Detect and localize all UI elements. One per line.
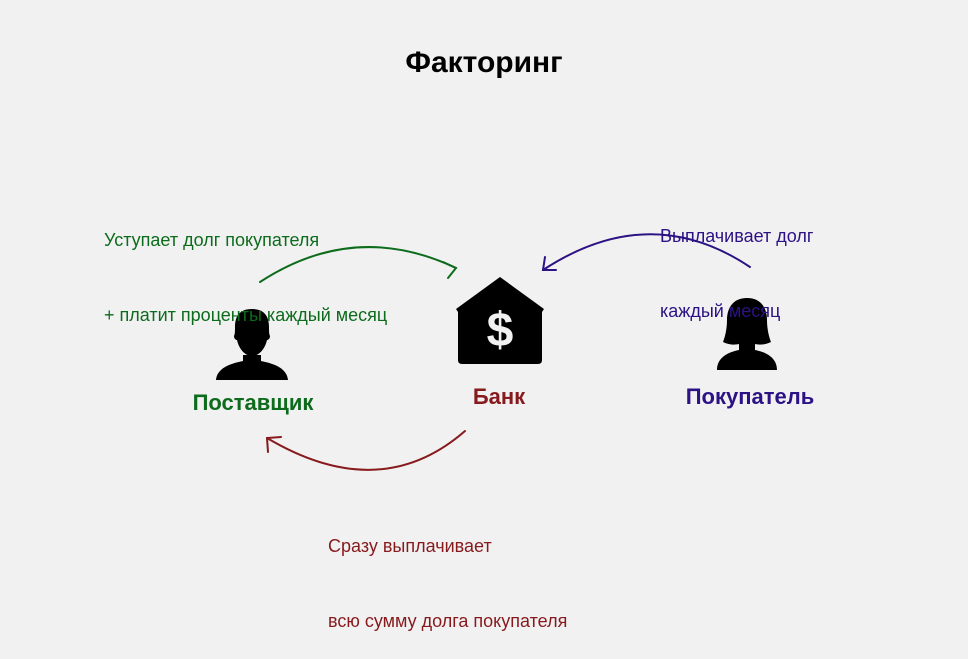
note-line: всю сумму долга покупателя (328, 611, 568, 631)
buyer-to-bank-note: Выплачивает долг каждый месяц (660, 174, 813, 349)
svg-text:$: $ (487, 304, 514, 357)
note-line: Сразу выплачивает (328, 536, 492, 556)
note-line: + платит проценты каждый месяц (104, 305, 388, 325)
note-line: Выплачивает долг (660, 226, 814, 246)
arrows-layer (259, 233, 751, 471)
bank-dollar-icon: $ (456, 277, 544, 364)
arrow-bank-to-supplier (265, 430, 466, 471)
bank-to-supplier-note: Сразу выплачивает всю сумму долга покупа… (328, 484, 567, 659)
supplier-to-bank-note: Уступает долг покупателя + платит процен… (104, 178, 387, 353)
bank-label: Банк (472, 384, 526, 409)
buyer-label: Покупатель (685, 384, 815, 409)
note-line: Уступает долг покупателя (104, 230, 320, 250)
arrow-buyer-to-bank (541, 233, 751, 271)
arrow-supplier-to-bank (259, 246, 458, 283)
person-icon (216, 309, 288, 380)
woman-icon (717, 298, 777, 370)
diagram-title: Факторинг (405, 46, 563, 79)
supplier-label: Поставщик (192, 390, 314, 415)
note-line: каждый месяц (660, 301, 781, 321)
